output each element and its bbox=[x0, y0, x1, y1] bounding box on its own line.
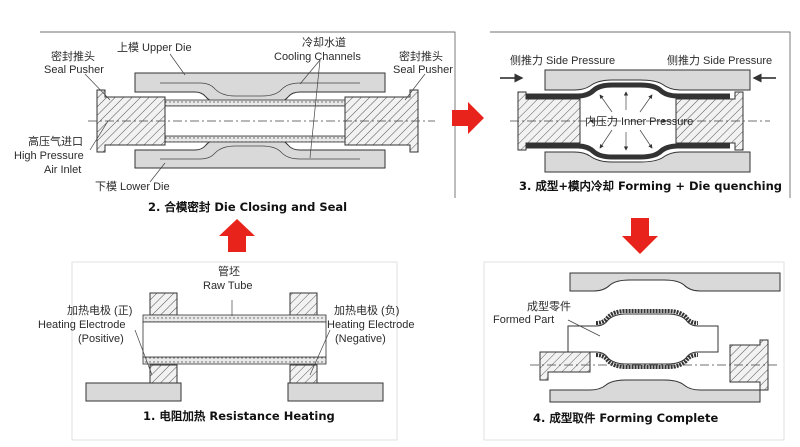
label-electrode-pos-en2: (Positive) bbox=[78, 333, 124, 345]
label-seal-pusher-left-cn: 密封推头 bbox=[51, 49, 95, 63]
flow-arrows bbox=[219, 102, 658, 254]
label-seal-pusher-left-en: Seal Pusher bbox=[44, 64, 104, 76]
label-electrode-pos-cn: 加热电极 (正) bbox=[67, 303, 132, 317]
label-electrode-neg-en2: (Negative) bbox=[335, 333, 386, 345]
label-cooling-en: Cooling Channels bbox=[274, 51, 361, 63]
label-seal-pusher-right-cn: 密封推头 bbox=[399, 49, 443, 63]
label-hp-en1: High Pressure bbox=[14, 150, 84, 162]
label-electrode-pos-en1: Heating Electrode bbox=[38, 319, 125, 331]
label-inner-pressure: 内压力 Inner Pressure bbox=[585, 114, 693, 128]
caption-step-4: 4. 成型取件 Forming Complete bbox=[533, 411, 718, 425]
label-cooling-cn: 冷却水道 bbox=[302, 35, 346, 49]
label-electrode-neg-cn: 加热电极 (负) bbox=[334, 303, 399, 317]
label-upper-die: 上模 Upper Die bbox=[117, 41, 192, 54]
label-hp-en2: Air Inlet bbox=[44, 164, 81, 176]
label-lower-die: 下模 Lower Die bbox=[95, 180, 170, 193]
label-formed-part-cn: 成型零件 bbox=[527, 299, 571, 313]
label-raw-tube-en: Raw Tube bbox=[203, 280, 253, 292]
caption-step-3: 3. 成型+模内冷却 Forming + Die quenching bbox=[519, 179, 782, 193]
arrow-down-icon bbox=[622, 218, 658, 254]
label-side-pressure-left: 侧推力 Side Pressure bbox=[510, 53, 615, 67]
label-formed-part-en: Formed Part bbox=[493, 314, 554, 326]
caption-step-2: 2. 合模密封 Die Closing and Seal bbox=[148, 200, 347, 214]
label-electrode-neg-en1: Heating Electrode bbox=[327, 319, 414, 331]
label-hp-cn: 高压气进口 bbox=[28, 134, 83, 148]
panel-die-closing bbox=[84, 53, 435, 183]
label-side-pressure-right: 侧推力 Side Pressure bbox=[667, 53, 772, 67]
arrow-right-icon bbox=[452, 102, 484, 134]
label-seal-pusher-right-en: Seal Pusher bbox=[393, 64, 453, 76]
panel-frames bbox=[40, 31, 791, 441]
arrow-up-icon bbox=[219, 219, 255, 252]
caption-step-1: 1. 电阻加热 Resistance Heating bbox=[143, 409, 335, 423]
panel-forming bbox=[500, 69, 776, 173]
label-raw-tube-cn: 管坯 bbox=[218, 264, 240, 278]
panel-forming-complete bbox=[530, 272, 781, 403]
panel-resistance-heating bbox=[85, 292, 384, 402]
